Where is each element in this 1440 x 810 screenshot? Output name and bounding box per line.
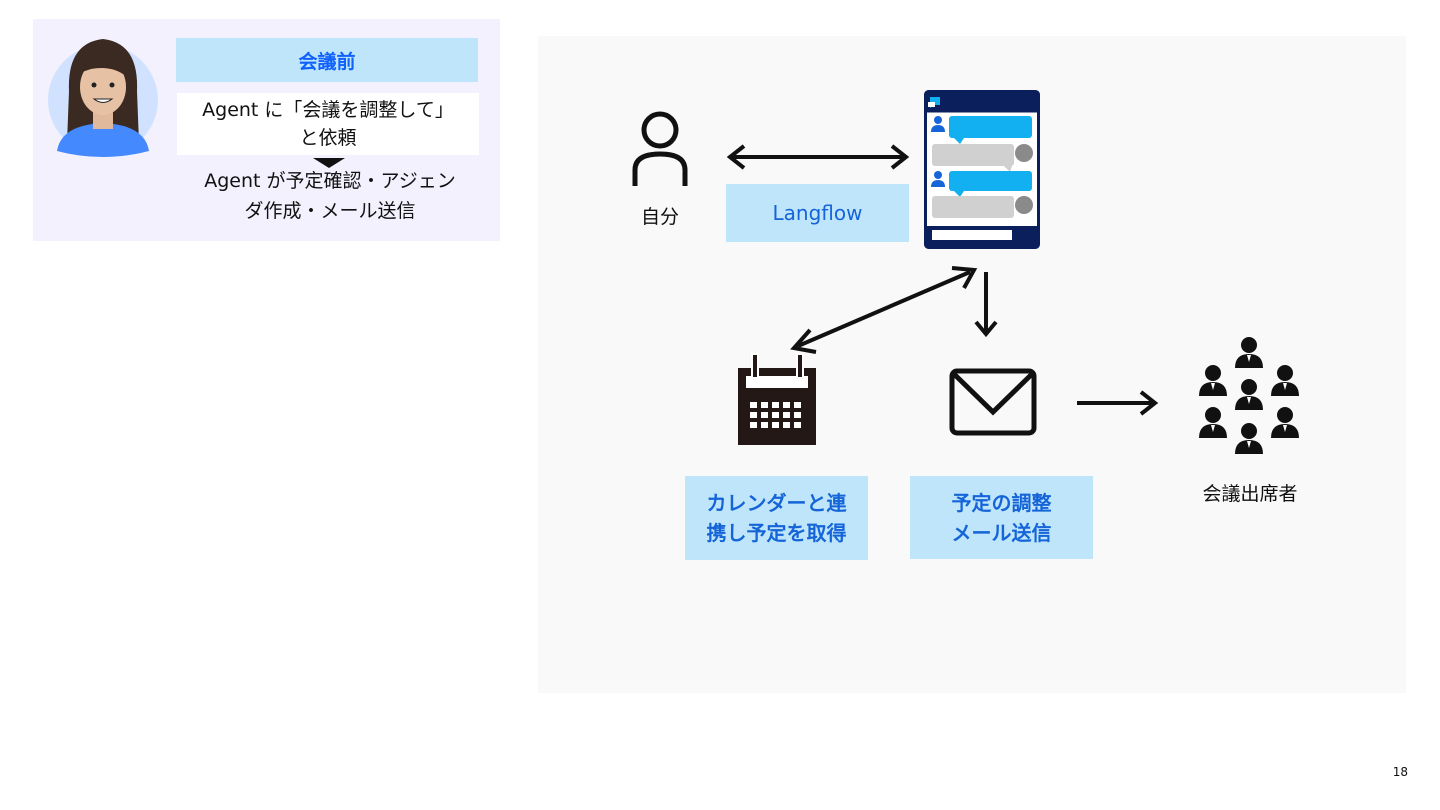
request-line-2: と依頼: [299, 127, 357, 149]
mail-icon: [949, 368, 1037, 436]
request-line-1: Agent に「会議を調整して」: [202, 99, 454, 121]
user-icon: [632, 111, 688, 186]
calendar-label-line-1: カレンダーと連: [706, 491, 847, 515]
woman-avatar-icon: [48, 39, 158, 157]
mail-label-line-1: 予定の調整: [951, 490, 1052, 515]
result-line-2: ダ作成・メール送信: [244, 200, 416, 222]
down-triangle-icon: [313, 158, 345, 168]
result-text: Agent が予定確認・アジェン ダ作成・メール送信: [185, 166, 475, 226]
calendar-label: カレンダーと連 携し予定を取得: [685, 476, 868, 560]
attendees-group-icon: [1199, 337, 1299, 454]
langflow-label: Langflow: [726, 184, 909, 242]
request-box: Agent に「会議を調整して」 と依頼: [177, 93, 479, 155]
attendees-label: 会議出席者: [1202, 483, 1298, 505]
bidirectional-arrow-icon: [726, 144, 910, 170]
mail-label: 予定の調整 メール送信: [910, 476, 1093, 559]
right-arrow-icon: [1077, 390, 1159, 416]
calendar-label-line-2: 携し予定を取得: [706, 521, 847, 545]
calendar-icon: [738, 353, 816, 445]
down-arrow-icon: [974, 272, 998, 338]
page-number: 18: [1392, 765, 1408, 779]
mail-label-line-2: メール送信: [951, 520, 1052, 545]
chat-app-icon: [924, 90, 1040, 249]
stage-title: 会議前: [176, 38, 478, 82]
result-line-1: Agent が予定確認・アジェン: [204, 170, 456, 192]
diagonal-bidirectional-arrow-icon: [790, 266, 978, 354]
self-label: 自分: [640, 206, 679, 228]
